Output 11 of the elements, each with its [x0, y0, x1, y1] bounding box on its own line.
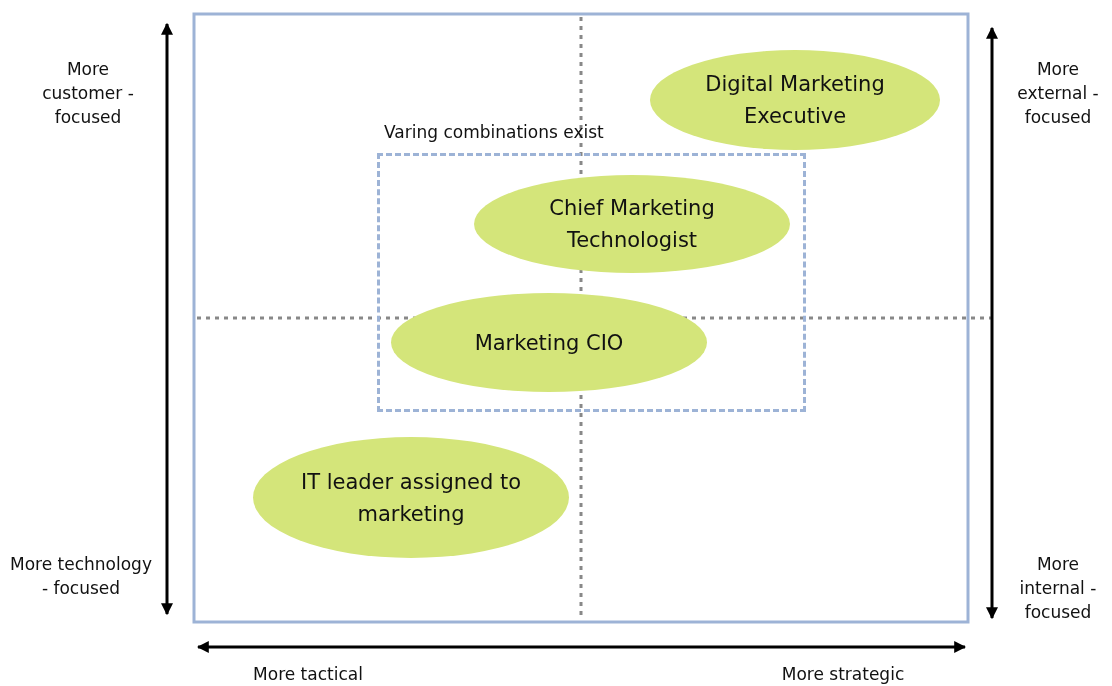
- axis-label: More internal - focused: [1018, 553, 1098, 624]
- axis-label: More strategic: [780, 663, 906, 686]
- role-label: Marketing CIO: [473, 329, 625, 357]
- axis-label: More tactical: [252, 663, 364, 686]
- axis-label: More external - focused: [1016, 58, 1100, 129]
- axis-label: More customer - focused: [41, 58, 135, 129]
- region-heading: Varing combinations exist: [384, 122, 604, 142]
- role-label: Chief Marketing Technologist: [548, 195, 716, 254]
- role-label: IT leader assigned to marketing: [299, 468, 523, 528]
- axis-label: More technology - focused: [9, 553, 153, 600]
- role-label: Digital Marketing Executive: [704, 71, 886, 130]
